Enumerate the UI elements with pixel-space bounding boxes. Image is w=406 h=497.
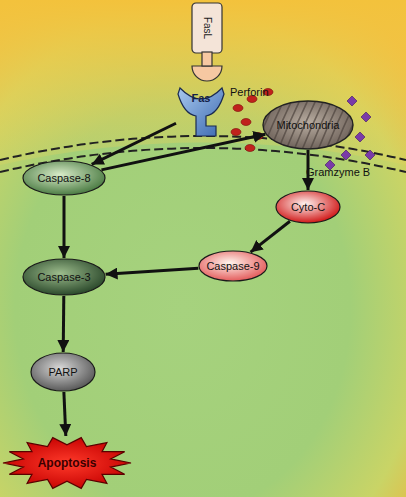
node-label: Caspase-9 <box>206 260 259 272</box>
pathway-arrow <box>64 392 66 436</box>
outcome-starburst: Apoptosis <box>2 436 132 490</box>
pathway-arrow <box>62 296 66 352</box>
pathway-arrow <box>63 196 66 258</box>
node-label: Fas <box>192 92 211 104</box>
process-ellipse: Caspase-8 <box>22 160 106 196</box>
pathway-arrow <box>106 268 199 274</box>
node-label: Apoptosis <box>38 457 97 469</box>
receptor-shape: Fas <box>176 84 226 138</box>
membrane-line <box>0 136 406 160</box>
process-ellipse: Caspase-3 <box>22 258 106 296</box>
node-label: Mitochondria <box>277 119 340 131</box>
process-ellipse: PARP <box>30 352 96 392</box>
process-ellipse: Cyto-C <box>275 190 341 224</box>
annotation-label: Gramzyme B <box>306 166 370 178</box>
extracellular-space <box>0 0 406 165</box>
organelle-ellipse: Mitochondria <box>262 100 354 150</box>
ligand-shape: FasL <box>190 2 224 88</box>
process-ellipse: Caspase-9 <box>198 250 268 282</box>
node-label: Caspase-3 <box>37 271 90 283</box>
pathway-arrow <box>251 221 290 252</box>
annotation-label: Perforin <box>230 86 269 98</box>
pathway-arrow <box>101 134 265 170</box>
pathway-arrow <box>92 123 176 164</box>
node-label: Caspase-8 <box>37 172 90 184</box>
ligand-shape <box>190 2 224 88</box>
node-label: FasL <box>201 17 213 39</box>
node-label: Cyto-C <box>291 201 325 213</box>
node-label: PARP <box>48 366 77 378</box>
